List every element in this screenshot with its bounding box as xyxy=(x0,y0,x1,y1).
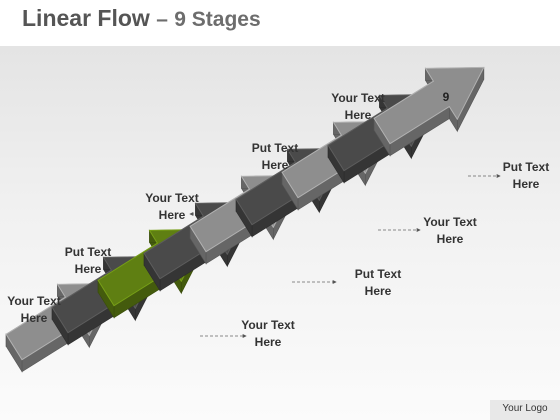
callout-1: Your Text Here xyxy=(7,294,61,325)
callout-9: Your Text Here xyxy=(331,91,385,122)
arrow-top-face xyxy=(373,66,485,145)
callout-2: Your Text Here xyxy=(241,318,295,349)
title-dash: – xyxy=(156,8,168,31)
callout-3: Put Text Here xyxy=(64,245,112,276)
title-main: Linear Flow xyxy=(22,5,150,31)
callout-8: Put Text Here xyxy=(502,160,550,191)
header: Linear Flow – 9 Stages xyxy=(0,0,560,46)
stage-number-9: 9 xyxy=(443,90,450,104)
callout-4: Put Text Here xyxy=(354,267,402,298)
callout-6: Your Text Here xyxy=(423,215,477,246)
stage-arrow-9: 9 xyxy=(373,66,485,157)
logo-placeholder: Your Logo xyxy=(490,400,560,420)
callout-7: Put Text Here xyxy=(251,141,299,172)
page-title: Linear Flow – 9 Stages xyxy=(22,5,261,32)
title-subtitle: 9 Stages xyxy=(174,8,261,31)
callout-5: Your Text Here xyxy=(145,191,199,222)
